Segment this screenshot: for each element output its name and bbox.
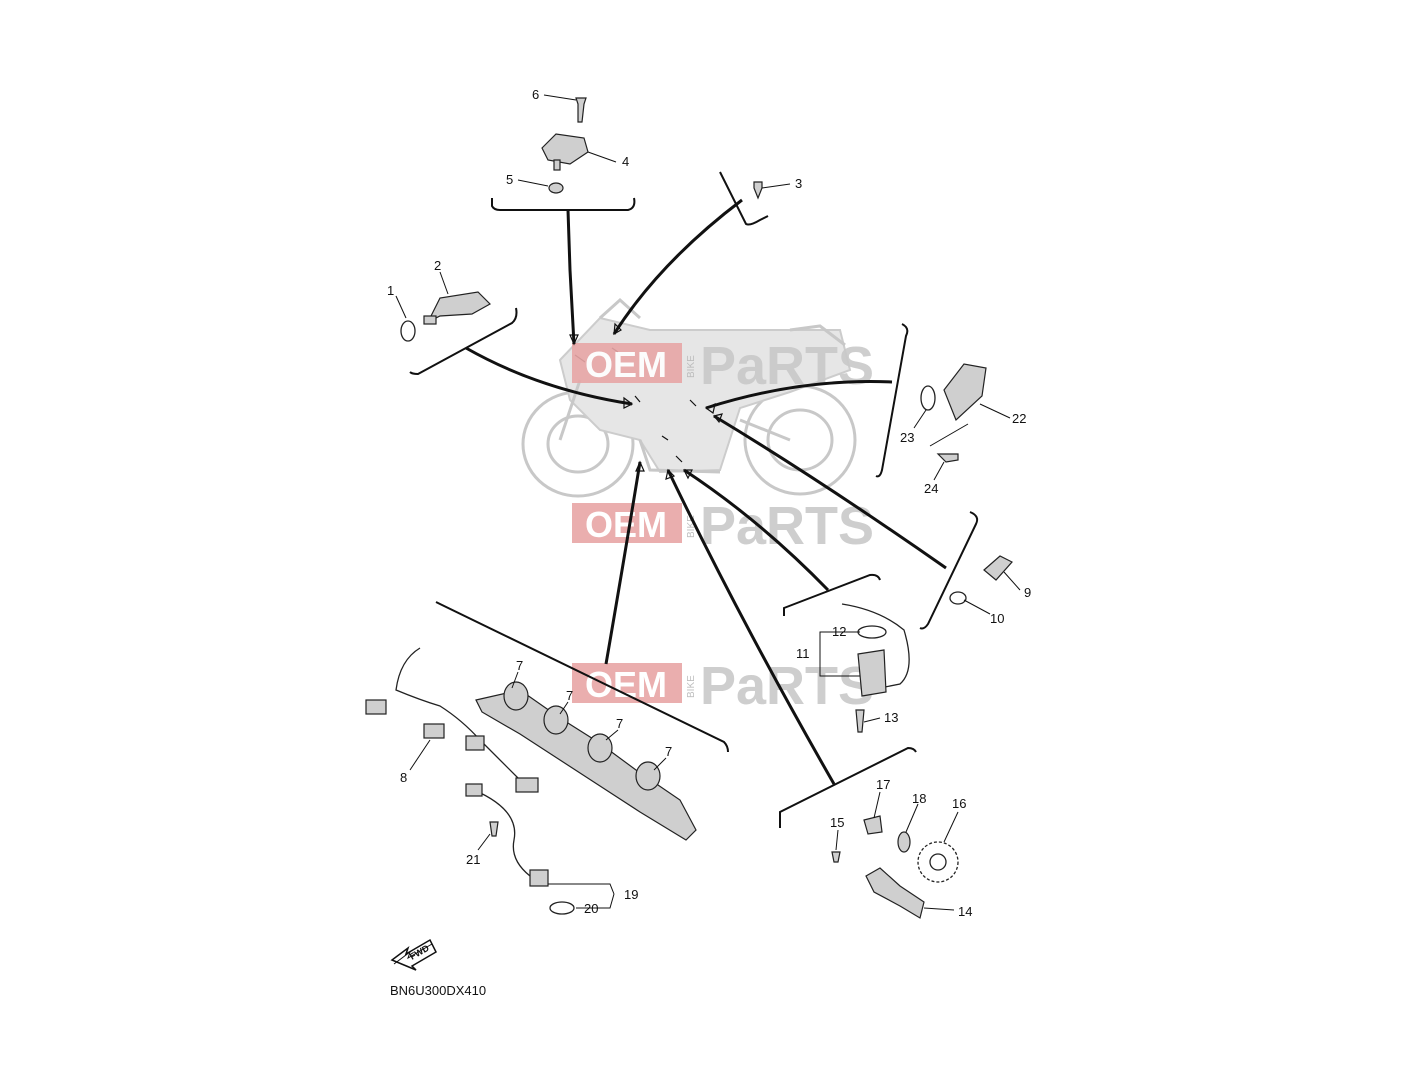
part-4-sensor <box>541 133 589 171</box>
callout-23: 23 <box>900 430 914 445</box>
part-20-oring <box>549 901 575 915</box>
callout-21: 21 <box>466 852 480 867</box>
diagram-code: BN6U300DX410 <box>390 983 486 998</box>
watermark-oem-text: OEM <box>585 664 667 705</box>
callout-4: 4 <box>622 154 629 169</box>
callout-10: 10 <box>990 611 1004 626</box>
part-5-nut <box>548 182 564 194</box>
callout-9: 9 <box>1024 585 1031 600</box>
watermark-bike-text: BIKE <box>686 675 697 698</box>
part-15-bolt <box>831 851 841 863</box>
part-12-oring <box>857 625 887 639</box>
part-22-sensor <box>943 363 987 422</box>
part-18-washer <box>897 831 911 853</box>
callout-14: 14 <box>958 904 972 919</box>
part-2-switch <box>423 291 491 325</box>
part-7-ignition-coils <box>475 681 697 841</box>
connector-7-8 <box>604 461 642 665</box>
callout-7a: 7 <box>516 658 523 673</box>
part-3-bolt <box>753 181 763 200</box>
watermark-parts-text: PaRTS <box>700 336 874 396</box>
part-17-bolt <box>863 815 883 835</box>
callout-12: 12 <box>832 624 846 639</box>
callout-7d: 7 <box>665 744 672 759</box>
callout-7c: 7 <box>616 716 623 731</box>
bracket-group-7-8 <box>435 601 729 753</box>
connector-4-6 <box>566 209 576 345</box>
connector-14-18 <box>666 469 836 785</box>
callout-20: 20 <box>584 901 598 916</box>
callout-6: 6 <box>532 87 539 102</box>
part-23-oring <box>920 385 936 411</box>
part-24-bolt <box>936 453 959 463</box>
callout-5: 5 <box>506 172 513 187</box>
watermark-bottom: OEM BIKE PaRTS <box>572 656 874 716</box>
bracket-group-3 <box>719 171 769 226</box>
watermark-bike-text: BIKE <box>686 355 697 378</box>
callout-16: 16 <box>952 796 966 811</box>
callout-11: 11 <box>796 646 810 661</box>
connector-3 <box>612 198 743 335</box>
callout-leaders <box>395 94 1021 911</box>
connector-22-24 <box>705 380 893 410</box>
bracket-group-22-24 <box>875 323 909 478</box>
part-11-sensor-assy <box>841 603 910 697</box>
callout-17: 17 <box>876 777 890 792</box>
part-21-bolt <box>489 821 499 837</box>
fwd-arrow: FWD <box>390 938 437 971</box>
callout-22: 22 <box>1012 411 1026 426</box>
callout-1: 1 <box>387 283 394 298</box>
part-8-harness <box>365 647 539 793</box>
part-10-washer <box>949 591 967 605</box>
callout-13: 13 <box>884 710 898 725</box>
bracket-group-4-6 <box>491 197 636 211</box>
part-19-sensor <box>465 783 549 887</box>
connector-11-13 <box>683 468 830 592</box>
watermark-oem-text: OEM <box>585 344 667 385</box>
callout-7b: 7 <box>566 688 573 703</box>
watermark-parts-text: PaRTS <box>700 496 874 556</box>
part-9-sensor <box>983 555 1013 581</box>
callout-18: 18 <box>912 791 926 806</box>
connector-1-2 <box>465 346 633 406</box>
callout-24: 24 <box>924 481 938 496</box>
callout-8: 8 <box>400 770 407 785</box>
bracket-group-14-18 <box>779 746 917 828</box>
connector-lines <box>465 198 947 785</box>
part-6-bolt <box>575 97 587 123</box>
part-14-sensor <box>865 867 925 919</box>
part-16-sprocket <box>917 841 959 883</box>
watermark-parts-text: PaRTS <box>700 656 874 716</box>
bracket-group-9-10 <box>919 511 979 630</box>
watermark-middle: OEM BIKE PaRTS <box>572 496 874 556</box>
part-13-bolt <box>855 709 865 733</box>
callout-numbers: 1 2 3 4 5 6 7 7 7 7 8 9 10 11 12 13 14 1… <box>387 87 1031 919</box>
bracket-group-11-13 <box>783 573 881 616</box>
part-1-oring <box>400 320 416 342</box>
callout-2: 2 <box>434 258 441 273</box>
callout-15: 15 <box>830 815 844 830</box>
watermark-bike-text: BIKE <box>686 515 697 538</box>
connector-9-10 <box>713 414 947 570</box>
bracket-group-1-2 <box>409 307 518 376</box>
group-brackets <box>409 171 979 828</box>
callout-3: 3 <box>795 176 802 191</box>
callout-19: 19 <box>624 887 638 902</box>
watermark-top: OEM BIKE PaRTS <box>572 336 874 396</box>
